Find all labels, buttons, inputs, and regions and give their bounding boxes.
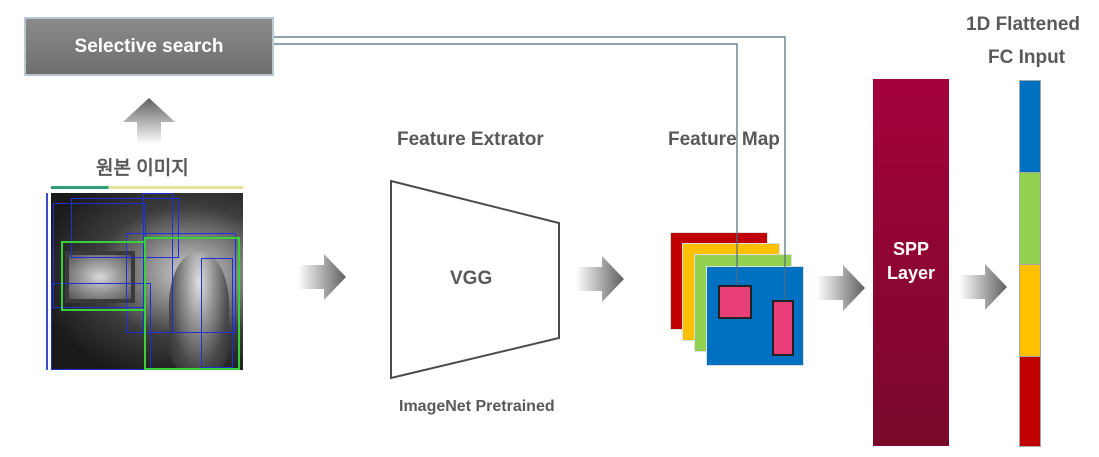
roi-region-square [718,285,752,319]
selective-search-box: Selective search [24,17,274,76]
arrow-right-icon [817,265,865,311]
original-image-label: 원본 이미지 [96,158,189,179]
fc-segment-yellow [1019,264,1041,357]
roi-region-tall [772,300,794,356]
arrow-right-icon [298,254,346,300]
fc-segment-red [1019,356,1041,447]
proposal-box-4 [201,258,233,368]
proposal-box-2 [71,198,179,258]
image-left-strip [46,193,48,370]
fc-input-title-line2: FC Input [988,47,1066,68]
fc-segment-blue [1019,80,1041,173]
detection-box-person [144,237,240,370]
fc-segment-green [1019,172,1041,265]
spp-label-line1: SPP [892,239,930,259]
feature-map-title: Feature Map [668,129,780,150]
woman-figure-shape [169,253,229,369]
feature-extractor-title: Feature Extrator [397,129,544,150]
fc-input-title-line1: 1D Flattened [966,14,1081,35]
proposal-box-6 [51,283,151,370]
image-top-strip [51,186,243,189]
spp-label-line2: Layer [886,263,936,283]
original-image [51,193,243,370]
tv-screen-shape [65,251,135,303]
spp-layer: SPP Layer [873,79,949,446]
imagenet-caption: ImageNet Pretrained [399,398,555,415]
arrow-right-icon [959,264,1007,310]
arrow-right-icon [576,256,624,302]
up-arrow-icon [123,98,175,144]
vgg-trapezoid [390,179,560,380]
vgg-label: VGG [450,268,493,289]
selective-search-label: Selective search [74,35,224,57]
